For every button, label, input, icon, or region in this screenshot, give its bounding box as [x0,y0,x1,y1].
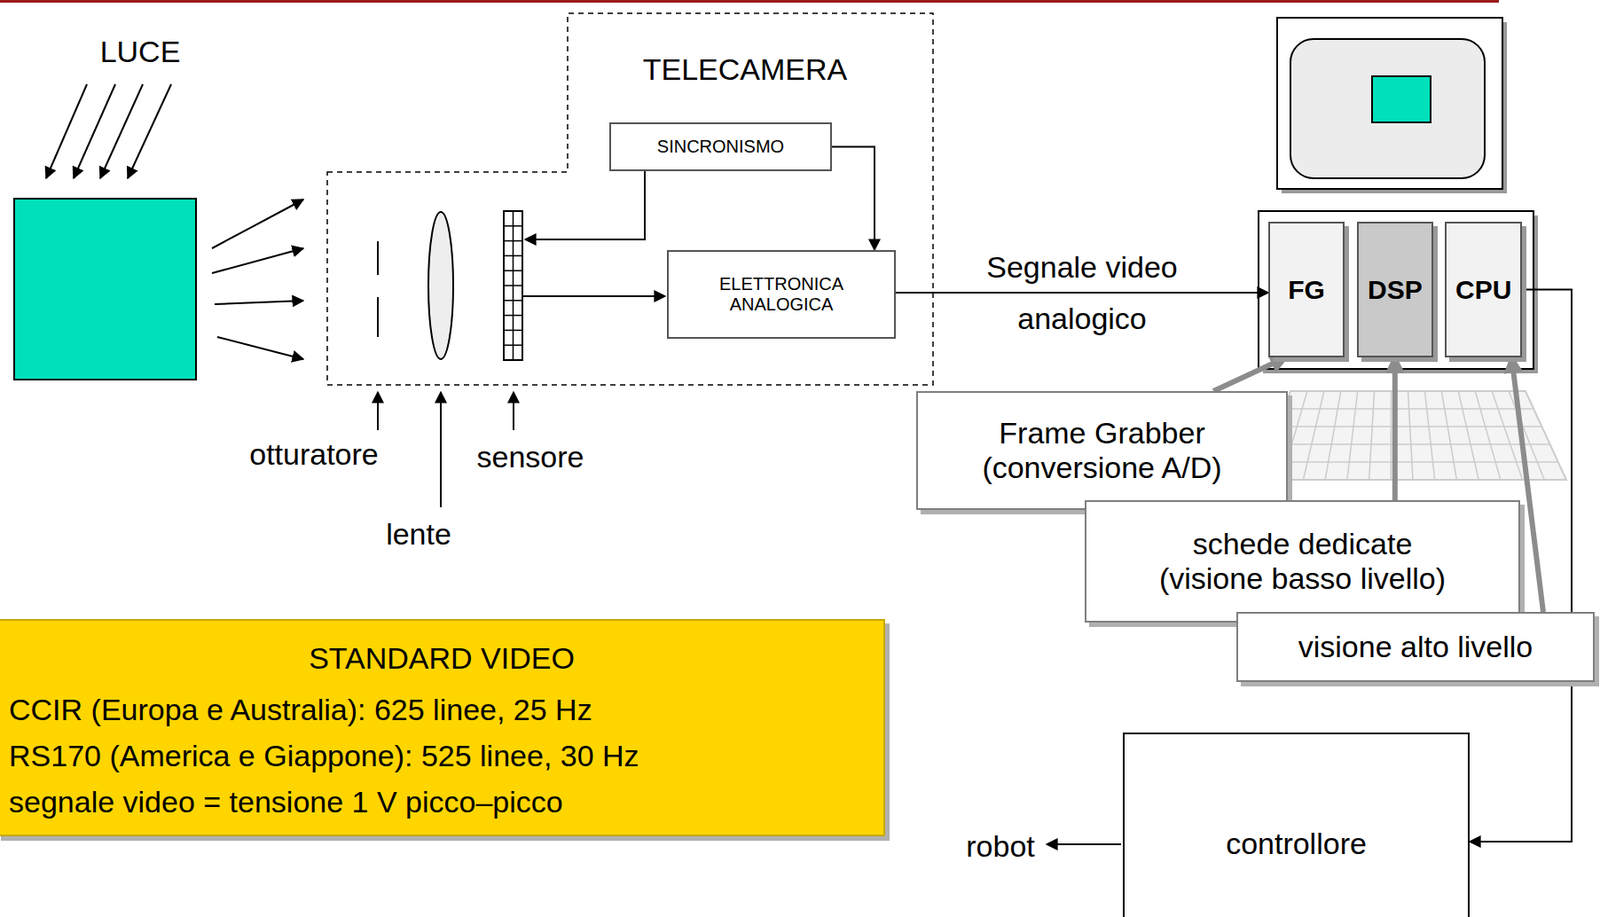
part-label: lente [385,517,452,552]
box-label: SINCRONISMO [657,136,785,157]
controller-box: controllore [1122,732,1470,917]
box-label: FG [1287,274,1326,306]
sensor-grid [503,211,523,361]
sync-wire [525,171,645,240]
callout-box: schede dedicate (visione basso livello) [1084,500,1521,623]
robot-arrow [1046,843,1122,846]
light-rays [46,84,172,179]
standard-video-panel: STANDARD VIDEOCCIR (Europa e Australia):… [0,619,886,837]
panel-heading: STANDARD VIDEO [8,635,875,682]
signal-arrow [831,147,875,251]
camera-title: TELECAMERA [643,52,848,87]
dsp-board: DSP [1356,221,1434,358]
analog-electronics-box: ELETTRONICA ANALOGICA [666,250,896,339]
light-label: LUCE [100,34,181,70]
signal-arrow [895,291,1269,294]
lens-symbol [428,211,454,360]
box-label: ELETTRONICA ANALOGICA [701,274,862,315]
callout-box: visione alto livello [1236,611,1595,683]
box-label: visione alto livello [1298,629,1534,665]
robot-label: robot [965,829,1036,864]
part-label: sensore [477,439,585,475]
sync-box: SINCRONISMO [609,122,832,172]
scene-object [14,198,197,380]
box-label: DSP [1367,274,1423,306]
cpu-board: CPU [1444,221,1522,358]
part-label: otturatore [249,437,379,472]
reflected-rays [211,199,304,360]
panel-line: segnale video = tensione 1 V picco–picco [8,778,875,825]
signal-label: Segnale video analogico [966,241,1198,345]
box-label: controllore [1225,826,1367,862]
box-label: CPU [1455,274,1512,306]
callout-box: Frame Grabber (conversione A/D) [916,391,1288,510]
computer-case [1258,211,1534,369]
shutter-symbol [376,241,379,338]
callout-arrow [1213,357,1287,392]
box-label: Frame Grabber (conversione A/D) [947,415,1258,486]
box-label: schede dedicate (visione basso livello) [1148,526,1458,597]
sensor-wire [523,295,666,298]
header-rule [0,0,1499,3]
panel-line: RS170 (America e Giappone): 525 linee, 3… [8,732,875,779]
panel-line: CCIR (Europa e Australia): 625 linee, 25… [8,686,875,733]
camera-housing: TELECAMERA SINCRONISMO ELETTRONICA ANALOGI… [326,12,934,386]
monitor-symbol [1277,17,1503,189]
frame-grabber-board: FG [1268,221,1345,358]
callout-arrow [1392,357,1398,501]
